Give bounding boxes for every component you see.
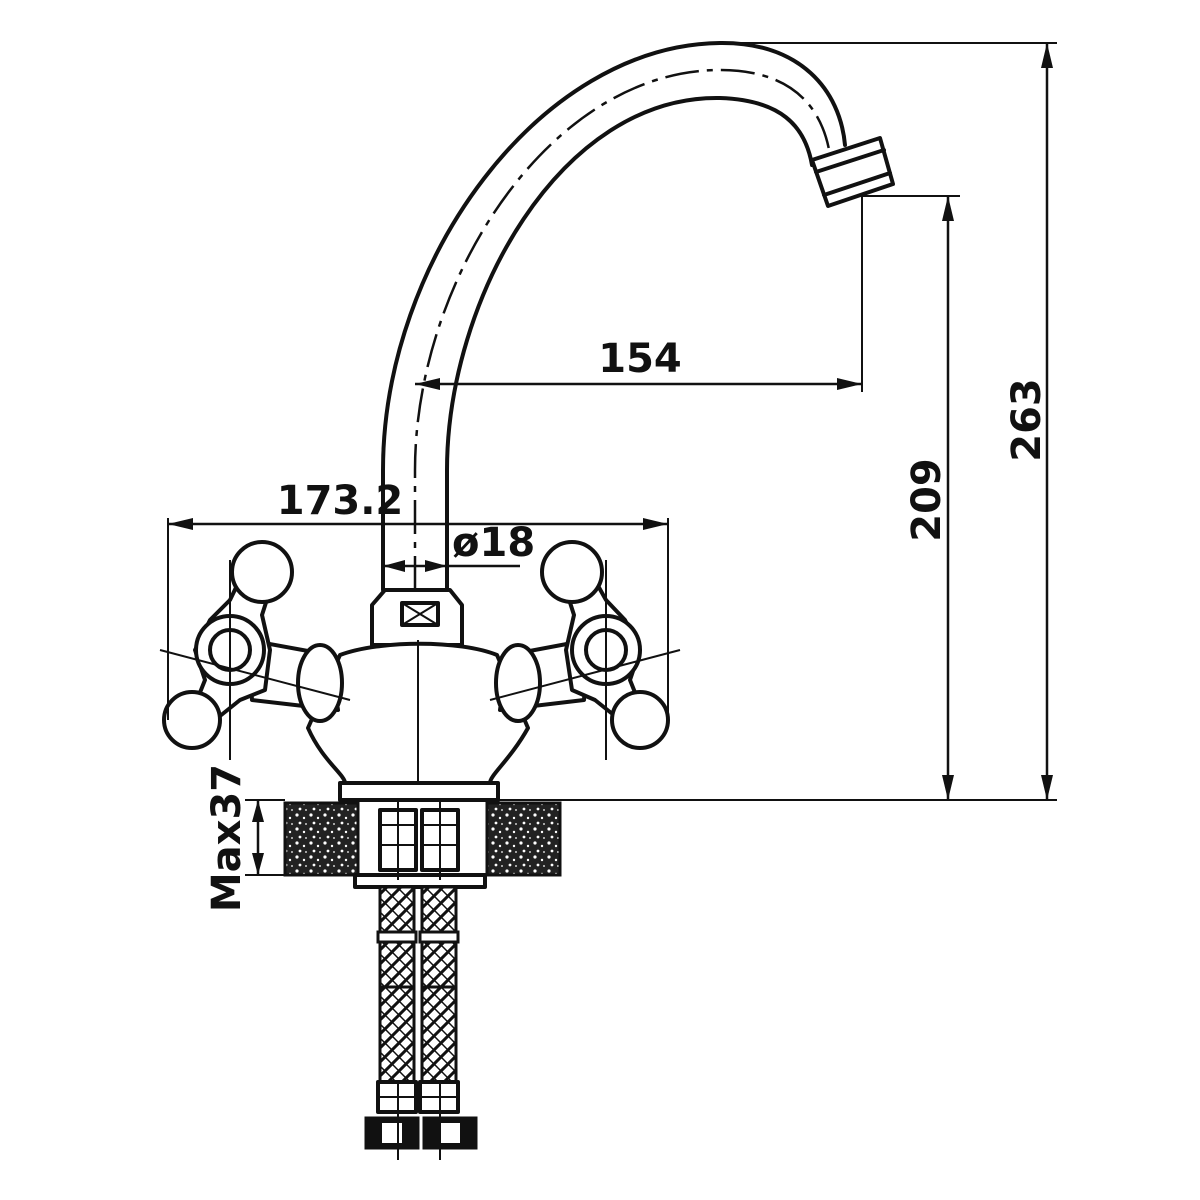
hose-right-bottom xyxy=(420,985,458,1084)
label-pipe-diameter: ø18 xyxy=(452,520,535,566)
spout-outer-edge xyxy=(381,40,847,592)
hose-left-bottom xyxy=(378,985,416,1084)
dimension-lines xyxy=(167,42,1057,876)
right-cross-handle xyxy=(489,540,681,760)
hose-right-lower xyxy=(420,940,458,989)
mounting-plate xyxy=(353,873,487,889)
hose-left-lower xyxy=(378,940,416,989)
aerator xyxy=(810,136,895,208)
spout-centerline xyxy=(413,68,832,590)
left-cross-handle xyxy=(159,540,351,760)
label-max-counter-thickness: Max37 xyxy=(204,764,250,912)
countertop-right xyxy=(485,801,562,877)
countertop-left xyxy=(283,801,360,877)
label-handle-span: 173.2 xyxy=(277,478,404,524)
dimension-labels: 154 173.2 ø18 263 209 Max37 xyxy=(204,336,1050,912)
mixer-body xyxy=(306,588,530,802)
label-total-height: 263 xyxy=(1004,378,1050,462)
braided-hoses xyxy=(364,885,478,1160)
label-reach: 154 xyxy=(598,336,682,382)
hose-fittings xyxy=(378,800,460,880)
mixer-base-ring xyxy=(338,781,500,802)
countertop-section xyxy=(283,801,562,889)
label-spout-height: 209 xyxy=(904,458,950,542)
spout xyxy=(381,40,895,592)
spout-inner-edge xyxy=(445,95,814,592)
